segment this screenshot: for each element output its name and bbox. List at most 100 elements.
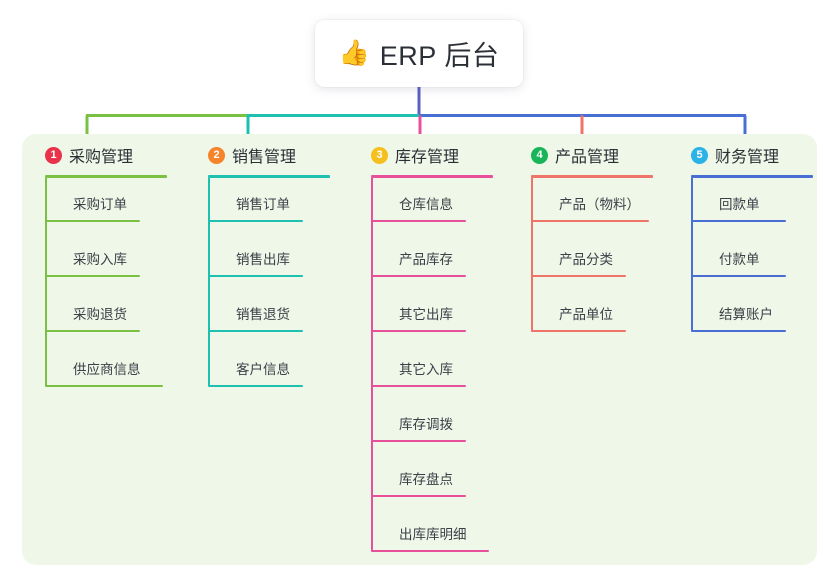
branch-item[interactable]: 客户信息 <box>208 343 348 398</box>
branch-item-underline <box>371 275 466 277</box>
branch-item-underline <box>208 220 303 222</box>
branch-item-underline <box>208 275 303 277</box>
branch-item-underline <box>371 220 466 222</box>
branch-item-underline <box>531 330 626 332</box>
branch-item-underline <box>45 275 140 277</box>
branch-underline <box>45 175 167 178</box>
branch-item-label: 客户信息 <box>236 362 290 377</box>
branch-stem <box>45 178 47 386</box>
branch-header-2[interactable]: 2 销售管理 <box>185 142 348 168</box>
branch-item[interactable]: 库存调拨 <box>371 398 511 453</box>
branch-item-underline <box>371 330 466 332</box>
branch-items: 采购订单采购入库采购退货供应商信息 <box>45 178 185 398</box>
branch-item-underline <box>45 220 140 222</box>
branch-item-underline <box>208 330 303 332</box>
branch-item-label: 回款单 <box>719 197 760 212</box>
branch-item-label: 结算账户 <box>719 307 773 322</box>
branch-item-underline <box>208 385 303 387</box>
branch-item-label: 付款单 <box>719 252 760 267</box>
branch-item-underline <box>691 275 786 277</box>
branch-item[interactable]: 回款单 <box>691 178 831 233</box>
branch-items: 销售订单销售出库销售退货客户信息 <box>208 178 348 398</box>
branch-title: 采购管理 <box>69 149 134 166</box>
branch-underline <box>691 175 813 178</box>
branch-title: 销售管理 <box>232 149 297 166</box>
branch-item-label: 销售订单 <box>236 197 290 212</box>
branch-item-label: 库存调拨 <box>399 417 453 432</box>
branch-title: 财务管理 <box>715 149 780 166</box>
branch-column-3: 3 库存管理仓库信息产品库存其它出库其它入库库存调拨库存盘点出库库明细 <box>348 142 511 563</box>
branch-underline <box>208 175 330 178</box>
branch-item-underline <box>45 385 163 387</box>
branch-item-label: 采购入库 <box>73 252 127 267</box>
branch-items: 仓库信息产品库存其它出库其它入库库存调拨库存盘点出库库明细 <box>371 178 511 563</box>
branch-stem <box>371 178 373 551</box>
branch-item-label: 采购退货 <box>73 307 127 322</box>
branch-item-label: 库存盘点 <box>399 472 453 487</box>
branch-items: 回款单付款单结算账户 <box>691 178 831 343</box>
branch-header-4[interactable]: 4 产品管理 <box>508 142 671 168</box>
branch-header-3[interactable]: 3 库存管理 <box>348 142 511 168</box>
branch-item[interactable]: 销售退货 <box>208 288 348 343</box>
branch-item-label: 供应商信息 <box>73 362 141 377</box>
branch-item[interactable]: 采购订单 <box>45 178 185 233</box>
branch-item[interactable]: 产品（物料） <box>531 178 671 233</box>
branch-items: 产品（物料） 产品分类产品单位 <box>531 178 671 343</box>
branch-item[interactable]: 产品单位 <box>531 288 671 343</box>
branch-number-badge: 1 <box>45 146 62 164</box>
branch-number-badge: 2 <box>208 146 225 164</box>
branch-item[interactable]: 出库库明细 <box>371 508 511 563</box>
branch-item-underline <box>371 495 466 497</box>
branch-item[interactable]: 结算账户 <box>691 288 831 343</box>
root-node-content: 👍 ERP 后台 <box>339 34 500 73</box>
branches-panel <box>22 134 817 565</box>
branch-item-label: 销售退货 <box>236 307 290 322</box>
branch-item-underline <box>531 275 626 277</box>
branch-item-label: 产品分类 <box>559 252 613 267</box>
root-node[interactable]: 👍 ERP 后台 <box>315 20 523 87</box>
branch-stem <box>208 178 210 386</box>
branch-item-label: 产品库存 <box>399 252 453 267</box>
branch-item[interactable]: 其它入库 <box>371 343 511 398</box>
branch-number-badge: 4 <box>531 146 548 164</box>
branch-item[interactable]: 采购入库 <box>45 233 185 288</box>
branch-item-underline <box>531 220 649 222</box>
branch-item-label: 其它出库 <box>399 307 453 322</box>
branch-underline <box>371 175 493 178</box>
branch-column-4: 4 产品管理产品（物料） 产品分类产品单位 <box>508 142 671 343</box>
branch-stem <box>691 178 693 331</box>
branch-item[interactable]: 销售订单 <box>208 178 348 233</box>
branch-item-label: 采购订单 <box>73 197 127 212</box>
branch-stem <box>531 178 533 331</box>
branch-item[interactable]: 其它出库 <box>371 288 511 343</box>
branch-number-badge: 5 <box>691 146 708 164</box>
branch-item-label: 销售出库 <box>236 252 290 267</box>
branch-item[interactable]: 供应商信息 <box>45 343 185 398</box>
branch-item-label: 其它入库 <box>399 362 453 377</box>
branch-item[interactable]: 产品库存 <box>371 233 511 288</box>
branch-title: 产品管理 <box>555 149 620 166</box>
branch-item[interactable]: 库存盘点 <box>371 453 511 508</box>
branch-item-underline <box>371 385 466 387</box>
branch-item-underline <box>371 440 466 442</box>
branch-item[interactable]: 销售出库 <box>208 233 348 288</box>
branch-item-label: 产品单位 <box>559 307 613 322</box>
branch-item[interactable]: 付款单 <box>691 233 831 288</box>
branch-underline <box>531 175 653 178</box>
branch-item[interactable]: 仓库信息 <box>371 178 511 233</box>
branch-number-badge: 3 <box>371 146 388 164</box>
branch-item-label: 仓库信息 <box>399 197 453 212</box>
branch-item-underline <box>691 220 786 222</box>
branch-header-1[interactable]: 1 采购管理 <box>22 142 185 168</box>
branch-column-2: 2 销售管理销售订单销售出库销售退货客户信息 <box>185 142 348 398</box>
branch-column-1: 1 采购管理采购订单采购入库采购退货供应商信息 <box>22 142 185 398</box>
branch-item-underline <box>45 330 140 332</box>
branch-title: 库存管理 <box>395 149 460 166</box>
branch-item-underline <box>371 550 489 552</box>
branch-item[interactable]: 产品分类 <box>531 233 671 288</box>
branch-item[interactable]: 采购退货 <box>45 288 185 343</box>
branch-header-5[interactable]: 5 财务管理 <box>668 142 831 168</box>
branch-column-5: 5 财务管理回款单付款单结算账户 <box>668 142 831 343</box>
branch-item-label: 出库库明细 <box>399 527 467 542</box>
